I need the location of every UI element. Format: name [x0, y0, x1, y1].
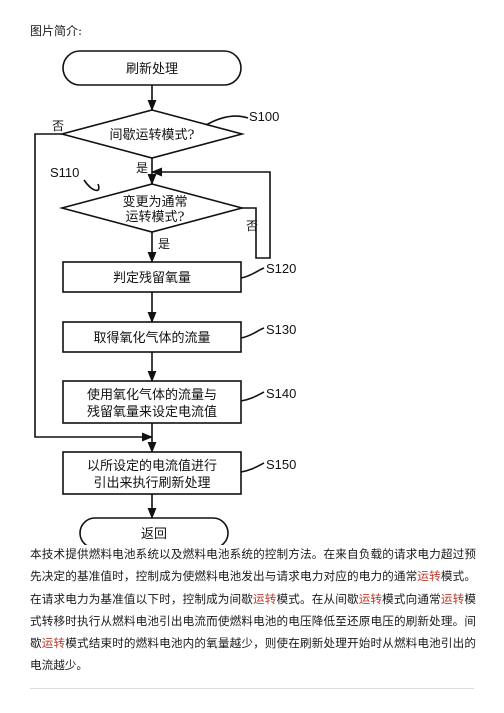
desc-part: 模式。在请求电力为基准值以下时，控制成为间歇: [30, 569, 476, 606]
process3-line1: 使用氧化气体的流量与: [87, 387, 217, 403]
decision1-no-label: 否: [52, 119, 64, 133]
description-paragraph: 本技术提供燃料电池系统以及燃料电池系统的控制方法。在来自负载的请求电力超过预先决…: [30, 543, 476, 677]
desc-part: 模式向通常: [382, 591, 441, 606]
desc-part: 模式转移时执行从燃料电池引出电流而使燃料电池的电压降低至还原电压的刷新处理。间歇: [30, 591, 476, 651]
leader-s140: [240, 391, 265, 402]
leader-s130: [240, 327, 265, 339]
image-caption: 图片简介:: [30, 24, 83, 38]
decision2-yes-label: 是: [158, 237, 170, 251]
process4-line1: 以所设定的电流值进行: [87, 458, 217, 474]
step-s110: S110: [50, 165, 79, 180]
step-s150: S150: [266, 457, 296, 472]
leader-s150: [240, 462, 265, 473]
desc-highlight: 运转: [440, 591, 465, 606]
start-label: 刷新处理: [126, 61, 178, 77]
desc-part: 模式结束时的燃料电池内的氧量越少，则使在刷新处理开始时从燃料电池引出的电流越少。: [30, 636, 476, 673]
desc-part: 模式。在从间歇: [276, 591, 359, 606]
decision2-line1: 变更为通常: [122, 194, 187, 210]
process2-label: 取得氧化气体的流量: [93, 330, 210, 346]
process4-line2: 引出来执行刷新处理: [93, 475, 210, 491]
decision2-line2: 运转模式?: [126, 210, 185, 225]
process1-label: 判定残留氧量: [113, 271, 191, 286]
desc-highlight: 运转: [253, 591, 277, 606]
desc-highlight: 运转: [358, 591, 383, 606]
step-s140: S140: [266, 386, 296, 401]
step-s130: S130: [266, 322, 296, 337]
bottom-divider: [30, 688, 474, 689]
decision1-label: 间歇运转模式?: [110, 128, 195, 143]
refresh-flowchart: 刷新处理 间歇运转模式? 变更为通常 运转模式? 判定残留氧量 取得氧化气体的流…: [34, 50, 296, 545]
decision1-yes-label: 是: [136, 161, 148, 175]
desc-part: 本技术提供燃料电池系统以及燃料电池系统的控制方法。在来自负载的请求电力超过预先决…: [30, 547, 476, 584]
step-s100: S100: [249, 109, 279, 124]
desc-highlight: 运转: [417, 569, 441, 584]
end-label: 返回: [141, 527, 167, 542]
leader-s120: [240, 267, 265, 279]
leader-s100: [205, 115, 249, 126]
desc-highlight: 运转: [41, 636, 66, 651]
decision2-no-label: 否: [246, 219, 258, 233]
connector-d1-no: [34, 133, 154, 442]
connector-d2-no: [150, 167, 271, 259]
process3-line2: 残留氧量来设定电流值: [87, 404, 217, 420]
step-s120: S120: [266, 261, 296, 276]
leader-s110: [83, 179, 100, 192]
